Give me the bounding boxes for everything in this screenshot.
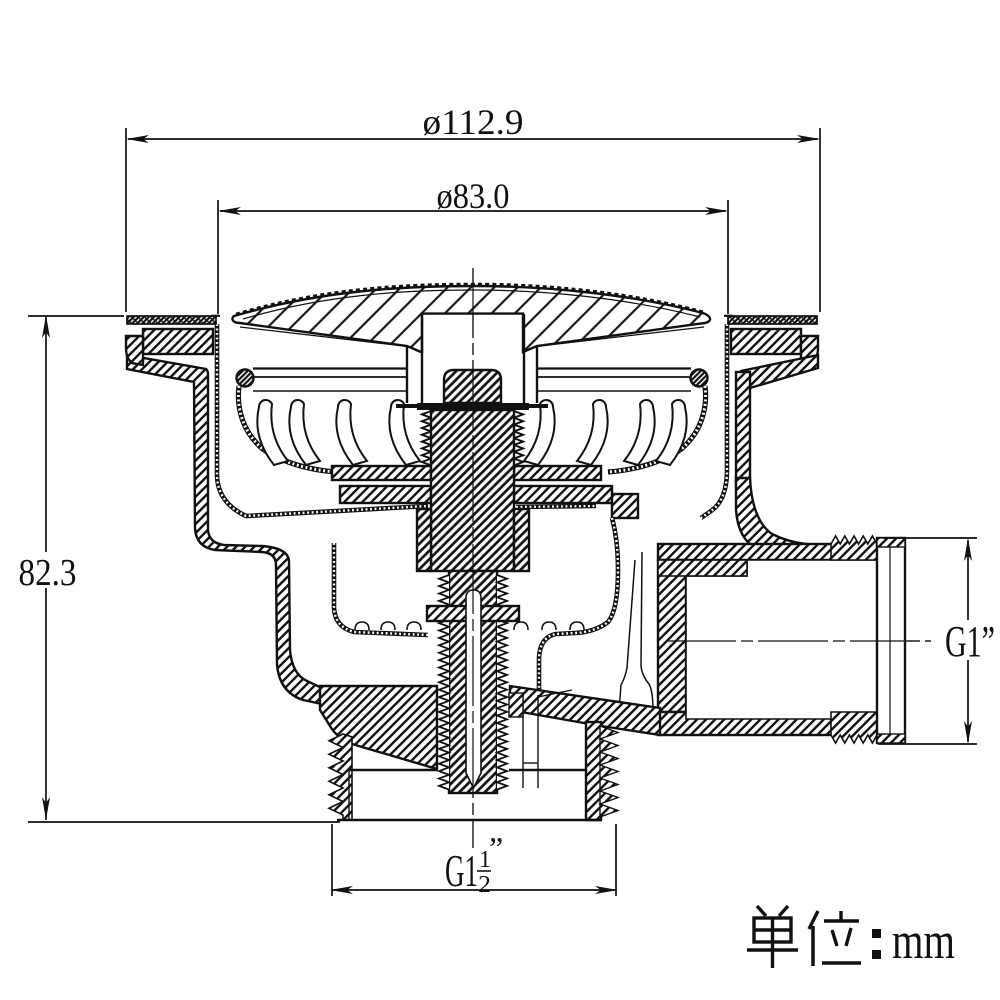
svg-text:82.3: 82.3 xyxy=(19,552,77,594)
svg-text:2: 2 xyxy=(478,872,491,898)
svg-text:1: 1 xyxy=(479,847,491,873)
svg-text:”: ” xyxy=(489,830,503,866)
svg-text:G1”: G1” xyxy=(945,617,995,666)
svg-text:ø112.9: ø112.9 xyxy=(423,102,524,142)
svg-text:ø83.0: ø83.0 xyxy=(437,176,510,216)
svg-text:mm: mm xyxy=(892,913,955,970)
svg-text:G1: G1 xyxy=(445,845,478,896)
